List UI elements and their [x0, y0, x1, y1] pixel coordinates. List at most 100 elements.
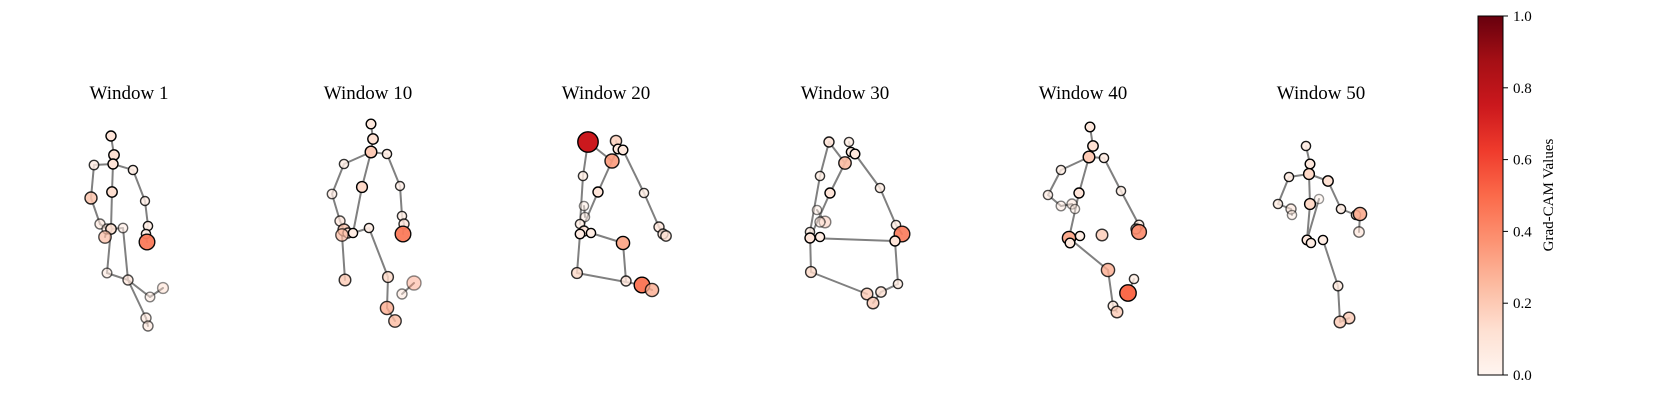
skeleton-bone: [809, 175, 821, 233]
skeleton-joint: [1115, 185, 1127, 197]
skeleton-bone: [386, 153, 401, 187]
panel-window-20: Window 20: [562, 83, 672, 298]
skeleton-bone: [1120, 190, 1140, 226]
skeleton-bone: [576, 233, 581, 274]
skeleton-joints-window-50: [1272, 140, 1368, 329]
colorbar-label: Grad-CAM Values: [1541, 139, 1557, 252]
skeleton-joint: [1302, 167, 1316, 181]
skeleton-joint: [139, 195, 151, 207]
colorbar-tick-label: 0.8: [1513, 81, 1532, 97]
skeleton-joint: [138, 233, 156, 251]
skeleton-joint: [1333, 315, 1347, 329]
skeleton-joint: [814, 170, 826, 182]
skeleton-joint: [101, 267, 113, 279]
skeleton-joint: [1073, 187, 1085, 199]
skeleton-joint: [394, 225, 412, 243]
skeleton-bone: [810, 271, 868, 295]
skeleton-joint: [620, 275, 632, 287]
skeleton-joint: [577, 131, 599, 153]
skeleton-joint: [365, 118, 377, 130]
skeleton-joint: [804, 232, 816, 244]
colorbar: 0.00.20.40.60.81.0 Grad-CAM Values: [1477, 9, 1557, 384]
skeleton-bone: [1306, 198, 1320, 241]
skeleton-joint: [107, 158, 119, 170]
skeleton-joint: [363, 222, 375, 234]
skeleton-joint: [644, 282, 660, 298]
panel-title-window-10: Window 10: [324, 83, 412, 104]
skeleton-bone: [1103, 157, 1122, 192]
skeleton-joint: [1069, 203, 1081, 215]
colorbar-tick-label: 0.0: [1513, 368, 1532, 384]
panel-window-1: Window 1: [84, 83, 170, 332]
skeleton-joint: [811, 204, 823, 216]
skeleton-joint: [1286, 209, 1298, 221]
skeleton-bone: [1068, 192, 1080, 239]
skeleton-bone: [127, 279, 147, 319]
skeleton-joint: [1353, 226, 1365, 238]
skeleton-joint: [660, 230, 672, 242]
skeleton-joint: [1128, 273, 1140, 285]
skeleton-joint: [1055, 200, 1067, 212]
skeleton-joint: [1317, 234, 1329, 246]
skeleton-joint: [615, 235, 631, 251]
skeleton-joint: [1110, 305, 1124, 319]
skeleton-joint: [117, 222, 129, 234]
skeleton-joint: [875, 286, 887, 298]
skeleton-joint: [860, 287, 874, 301]
skeleton-joints-window-40: [1042, 121, 1148, 319]
skeleton-bone: [1322, 239, 1339, 287]
skeleton-joint: [814, 216, 826, 228]
skeleton-joint: [814, 231, 826, 243]
skeleton-joint: [889, 235, 901, 247]
skeleton-joint: [381, 270, 395, 284]
panel-window-40: Window 40: [1039, 83, 1148, 319]
skeleton-joint: [1095, 228, 1109, 242]
colorbar-ticks: 0.00.20.40.60.81.0: [1503, 9, 1532, 384]
skeleton-joint: [1100, 262, 1116, 278]
skeleton-joint: [1305, 237, 1317, 249]
panel-window-10: Window 10: [324, 83, 422, 328]
skeleton-joint: [406, 275, 422, 291]
skeleton-joint: [1313, 193, 1325, 205]
skeleton-bone: [368, 227, 389, 278]
skeleton-joint: [1130, 223, 1148, 241]
skeleton-joint: [1283, 171, 1295, 183]
skeleton-joints-window-10: [326, 118, 422, 328]
skeleton-joint: [156, 281, 170, 295]
skeleton-joint: [838, 156, 852, 170]
skeleton-joint: [1042, 189, 1054, 201]
skeleton-joint: [1304, 158, 1316, 170]
skeleton-joint: [804, 265, 818, 279]
skeleton-joint: [824, 187, 836, 199]
skeleton-joint: [338, 158, 350, 170]
skeleton-joint: [1098, 152, 1110, 164]
skeleton-joint: [579, 211, 591, 223]
skeleton-joint: [1087, 140, 1099, 152]
colorbar-tick-label: 0.6: [1513, 153, 1532, 169]
skeleton-joint: [577, 170, 589, 182]
skeleton-joint: [122, 274, 134, 286]
skeleton-joint: [892, 278, 904, 290]
skeleton-bone: [576, 272, 643, 286]
colorbar-tick-label: 0.4: [1513, 224, 1532, 240]
skeleton-joint: [823, 136, 835, 148]
skeleton-joint: [866, 296, 880, 310]
panel-title-window-30: Window 30: [801, 83, 889, 104]
panel-title-window-50: Window 50: [1277, 83, 1365, 104]
skeleton-joint: [347, 227, 359, 239]
skeleton-joint: [1303, 197, 1317, 211]
skeleton-joint: [1335, 203, 1347, 215]
skeleton-joints-window-20: [570, 131, 672, 298]
skeleton-joint: [874, 182, 886, 194]
skeleton-joint: [142, 320, 154, 332]
skeleton-joint: [574, 228, 586, 240]
panel-title-window-20: Window 20: [562, 83, 650, 104]
skeleton-bone: [819, 141, 830, 177]
skeleton-joint: [388, 314, 402, 328]
skeleton-bone: [879, 187, 897, 226]
skeleton-joint: [1322, 175, 1334, 187]
skeleton-joint: [849, 148, 861, 160]
skeleton-joint: [144, 291, 156, 303]
colorbar-tick-label: 0.2: [1513, 296, 1532, 312]
